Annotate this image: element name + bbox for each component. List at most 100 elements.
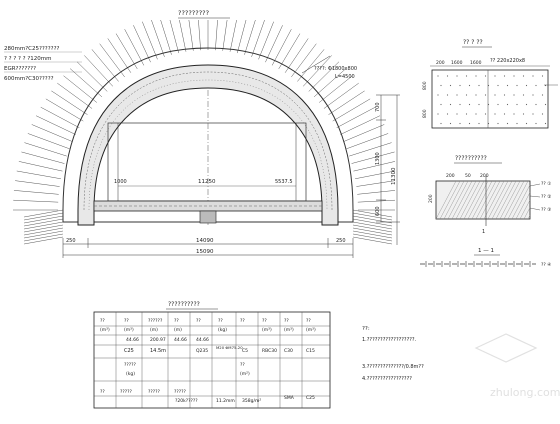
dim-inner-width: 11250 bbox=[198, 179, 216, 185]
watermark-text: zhulong.com bbox=[490, 386, 560, 399]
bolt-ray bbox=[57, 82, 93, 109]
plate-dot bbox=[532, 94, 534, 96]
grade-c2: 14.5m bbox=[150, 348, 166, 354]
bolt-ray bbox=[188, 19, 194, 51]
detail-b-label-3: ?? ③ bbox=[541, 207, 551, 213]
hatch-line bbox=[495, 180, 517, 220]
hdr1-c6: ?? bbox=[218, 318, 223, 324]
hatch-line bbox=[487, 180, 509, 220]
bolt-ray bbox=[343, 124, 385, 142]
road-slab bbox=[93, 200, 323, 212]
bolt-ray bbox=[23, 209, 64, 218]
plate-dot bbox=[440, 103, 442, 106]
bolt-ray bbox=[23, 233, 64, 242]
hdr1-c3: ?????? bbox=[148, 318, 163, 324]
dim-right-stack-1: 700 bbox=[375, 102, 381, 112]
bolt-ray bbox=[16, 170, 61, 180]
bolt-ray bbox=[23, 224, 64, 233]
plate-dot bbox=[484, 94, 487, 96]
bolt-ray bbox=[142, 21, 158, 60]
detail-b-leader-2 bbox=[529, 195, 541, 198]
plate-dot bbox=[544, 122, 547, 125]
quantity-table: ?????????? ?? ?? ?????? ?? ?? ?? ?? ?? ?… bbox=[93, 301, 331, 409]
bolt-ray bbox=[352, 236, 393, 245]
table-grid bbox=[94, 312, 330, 408]
grade-c5: C5 bbox=[242, 348, 248, 354]
hatch-line bbox=[483, 180, 505, 220]
hatch-line bbox=[443, 180, 465, 220]
bolt-ray bbox=[355, 170, 396, 180]
plate-dot bbox=[478, 84, 480, 87]
lining-band bbox=[77, 64, 339, 226]
bolt-ray bbox=[115, 33, 138, 70]
dim-right-stack-3: 600 bbox=[375, 206, 381, 216]
detail-b-leader-3 bbox=[529, 207, 541, 211]
bolt-ray bbox=[24, 142, 67, 157]
plate-dot bbox=[516, 122, 518, 125]
bolt-ray bbox=[84, 55, 114, 87]
hatch-line bbox=[479, 180, 501, 220]
detail-a-spacing-2: 1600 bbox=[451, 60, 463, 66]
notes-line-4: 4.????????????????? bbox=[362, 376, 412, 382]
detail-b-top-1: 200 bbox=[446, 173, 455, 179]
bolt-ray bbox=[31, 124, 73, 142]
hatch-line bbox=[491, 180, 513, 220]
bolt-ray bbox=[69, 68, 103, 98]
hatch-line bbox=[519, 199, 531, 220]
row4-c3: ?? bbox=[240, 362, 245, 368]
hdr1-c5: ?? bbox=[196, 318, 201, 324]
plate-dot bbox=[522, 75, 525, 77]
plate-dot bbox=[506, 84, 509, 87]
hdr2-c4: (m) bbox=[174, 327, 182, 333]
notes-line-1: 1.??????????????????. bbox=[362, 337, 417, 343]
plate-dot bbox=[497, 103, 499, 106]
bolt-ray bbox=[352, 209, 393, 218]
bolt-ray bbox=[278, 33, 301, 70]
plate-dot bbox=[532, 75, 534, 77]
bolt-ray bbox=[237, 19, 247, 54]
bolt-ray bbox=[76, 61, 108, 92]
plate-dot bbox=[459, 122, 461, 125]
hatch-line bbox=[511, 184, 531, 220]
bolt-ray bbox=[302, 55, 332, 87]
bolt-ray bbox=[222, 19, 228, 51]
table-title: ?????????? bbox=[168, 301, 200, 308]
detail-b-title: ?????????? bbox=[455, 155, 487, 162]
bolt-ray bbox=[229, 19, 237, 52]
drain-channel bbox=[199, 210, 217, 224]
grade-c6: RBC30 bbox=[262, 348, 277, 354]
bolt-ray bbox=[179, 19, 187, 52]
plate-dot bbox=[544, 103, 547, 106]
plate-dot bbox=[446, 113, 449, 115]
bolt-ray bbox=[133, 25, 151, 63]
bolt-ray bbox=[357, 199, 396, 203]
detail-a-bolt-dots bbox=[437, 75, 547, 125]
row5-c1: ?? bbox=[100, 389, 105, 395]
plate-dot bbox=[437, 113, 439, 115]
lining-band-outline bbox=[83, 71, 333, 211]
hdr2-c7: (m³) bbox=[284, 327, 294, 333]
bolt-ray bbox=[35, 115, 76, 135]
plate-dot bbox=[513, 94, 515, 96]
plate-dot bbox=[468, 103, 471, 106]
hdr1-c2: ?? bbox=[124, 318, 129, 324]
detail-b-label-1: ?? ① bbox=[541, 181, 551, 187]
plate-dot bbox=[446, 94, 449, 96]
hatch-line bbox=[499, 180, 521, 220]
plate-dot bbox=[503, 94, 506, 96]
legend: 280mm?C25??????? ? ? ? ? ? ?120mm EGR???… bbox=[4, 46, 82, 82]
bolt-ray bbox=[318, 75, 353, 103]
plate-dot bbox=[522, 113, 525, 115]
plate-dot bbox=[456, 94, 458, 96]
hdr2-c3: (m) bbox=[150, 327, 158, 333]
plate-dot bbox=[456, 75, 458, 77]
plate-dot bbox=[503, 75, 506, 77]
bolt-ray bbox=[351, 151, 395, 164]
bolt-ray bbox=[332, 98, 371, 122]
watermark-logo bbox=[474, 333, 538, 363]
bolt-ray bbox=[352, 230, 393, 239]
notes-heading: ??: bbox=[362, 326, 370, 332]
plate-dot bbox=[541, 94, 544, 96]
tunnel-section: 11250 1000 5537.5 14090 15090 250 250 70… bbox=[13, 19, 400, 258]
plate-dot bbox=[437, 75, 439, 77]
